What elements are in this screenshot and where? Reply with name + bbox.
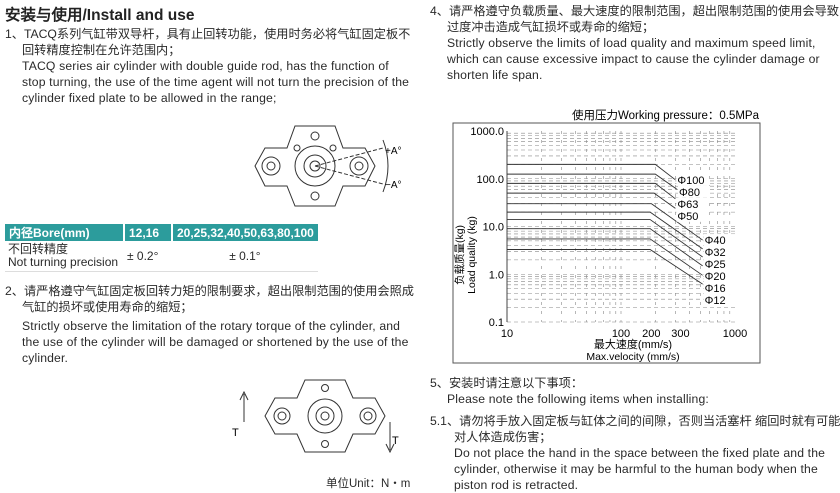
x-tick-label: 10 — [501, 328, 513, 340]
item1-en-line2: stop turning, the use of the time agent … — [22, 75, 410, 89]
series-label: Φ12 — [705, 295, 726, 307]
y-tick-label: 1.0 — [489, 269, 504, 281]
series-label-bg — [703, 246, 736, 259]
torque-diagram: T T — [232, 379, 399, 454]
rotation-diagram: +A° −A° — [254, 125, 402, 207]
series-label: Φ63 — [677, 199, 698, 211]
series-label: Φ50 — [677, 211, 698, 223]
series-line-Φ12 — [507, 249, 703, 285]
x-axis-label-cn: 最大速度(mm/s) — [594, 337, 672, 351]
item51-cn-line2: 对人体造成伤害； — [454, 430, 552, 444]
series-label: Φ40 — [705, 235, 726, 247]
series-label-bg — [703, 294, 736, 307]
chart-frame — [452, 122, 761, 364]
item4-en-line1: Strictly observe the limits of load qual… — [447, 36, 816, 50]
series-line-Φ16 — [507, 238, 703, 276]
item5-cn: 5、安装时请注意以下事项： — [430, 376, 584, 390]
item1: 1、TACQ系列气缸带双导杆，具有止回转功能，使用时务必将气缸固定板不 回转精度… — [5, 26, 410, 106]
item4-cn-line1: 4、请严格遵守负载质量、最大速度的限制范围，超出限制范围的使用会导致 — [430, 4, 839, 18]
item2-en-line1: Strictly observe the limitation of the r… — [22, 319, 401, 333]
chart-title: 使用压力Working pressure：0.5MPa — [572, 108, 760, 122]
item51-cn-line1: 5.1、请勿将手放入固定板与缸体之间的间隙，否则当活塞杆 缩回时就有可能 — [430, 414, 840, 428]
series-label: Φ16 — [705, 283, 726, 295]
table-header-bore: 内径Bore(mm) — [5, 224, 125, 241]
y-axis-label-cn: 负载质量(kg) — [453, 225, 466, 285]
item4-en-line2: which can cause excessive impact to caus… — [447, 52, 820, 66]
series-label: Φ32 — [705, 247, 726, 259]
item1-en-line3: cylinder fixed plate to be allowed in th… — [22, 91, 277, 105]
x-tick-label: 1000 — [723, 328, 747, 340]
table-header-small: 12,16 — [124, 224, 173, 241]
x-tick-label: 100 — [612, 328, 630, 340]
item5-1: 5.1、请勿将手放入固定板与缸体之间的间隙，否则当活塞杆 缩回时就有可能 对人体… — [430, 413, 840, 493]
item51-en-line2: cylinder, otherwise it may be harmful to… — [454, 462, 818, 476]
item4: 4、请严格遵守负载质量、最大速度的限制范围，超出限制范围的使用会导致 过度冲击造… — [430, 3, 839, 83]
x-axis-label-en: Max.velocity (mm/s) — [586, 351, 679, 363]
precision-table: 内径Bore(mm) 12,16 20,25,32,40,50,63,80,10… — [5, 224, 318, 272]
y-tick-label: 1000.0 — [470, 126, 504, 138]
minus-a-label: −A° — [385, 180, 402, 191]
series-line-Φ32 — [507, 211, 703, 250]
series-line-Φ100 — [507, 163, 676, 181]
series-line-Φ80 — [507, 173, 678, 190]
series-label-bg — [676, 209, 709, 222]
table-header-large: 20,25,32,40,50,63,80,100 — [172, 224, 318, 241]
series-label: Φ80 — [679, 187, 700, 199]
y-tick-label: 100.0 — [476, 174, 504, 186]
series-line-Φ63 — [507, 182, 676, 200]
item5: 5、安装时请注意以下事项： Please note the following … — [430, 375, 709, 407]
item2: 2、请严格遵守气缸固定板回转力矩的限制要求，超出限制范围的使用会照成 气缸的损坏… — [5, 283, 414, 366]
item2-cn-line2: 气缸的损坏或使用寿命的缩短； — [22, 300, 193, 314]
series-line-Φ25 — [507, 219, 703, 258]
table-cell: ± 0.2° — [127, 249, 159, 263]
y-tick-label: 10.0 — [483, 222, 504, 234]
series-line-Φ50 — [507, 192, 676, 209]
item4-cn-line2: 过度冲击造成气缸损坏或寿命的缩短； — [447, 20, 655, 34]
item4-en-line3: shorten life span. — [447, 68, 543, 82]
item1-cn-line1: 1、TACQ系列气缸带双导杆，具有止回转功能，使用时务必将气缸固定板不 — [5, 27, 411, 41]
item51-en-line3: piston rod is retracted. — [454, 478, 579, 492]
section-title: 安装与使用/Install and use — [5, 7, 195, 24]
item51-en-line1: Do not place the hand in the space betwe… — [454, 446, 826, 460]
row-label-cn: 不回转精度 — [8, 242, 69, 256]
series-label: Φ20 — [705, 271, 726, 283]
series-label-bg — [676, 173, 709, 186]
unit-label: 单位Unit：N・m — [326, 478, 411, 490]
item1-cn-line2: 回转精度控制在允许范围内； — [22, 43, 181, 57]
x-tick-label: 300 — [671, 328, 689, 340]
series-label-bg — [676, 197, 709, 210]
item2-en-line3: cylinder. — [22, 351, 69, 365]
row-label-en: Not turning precision — [8, 255, 119, 269]
y-tick-label: 0.1 — [489, 317, 504, 329]
series-label: Φ25 — [705, 259, 726, 271]
series-label-bg — [703, 270, 736, 283]
series-line-Φ20 — [507, 228, 703, 267]
load-velocity-chart: 使用压力Working pressure：0.5MPa 1000.0 100.0 1… — [452, 108, 761, 364]
item2-en-line2: the use of the cylinder will be damaged … — [22, 335, 409, 349]
series-label-bg — [703, 234, 736, 247]
series-label-bg — [703, 282, 736, 295]
item2-cn-line1: 2、请严格遵守气缸固定板回转力矩的限制要求，超出限制范围的使用会照成 — [5, 284, 414, 298]
torque-label-right: T — [392, 435, 399, 447]
plus-a-label: +A° — [385, 146, 402, 157]
item5-en: Please note the following items when ins… — [447, 392, 709, 406]
series-label: Φ100 — [677, 175, 704, 187]
series-line-Φ40 — [507, 203, 703, 241]
series-label-bg — [703, 258, 736, 271]
x-tick-label: 200 — [642, 328, 660, 340]
table-cell: ± 0.1° — [229, 249, 261, 263]
series-label-bg — [678, 185, 711, 198]
item1-en-line1: TACQ series air cylinder with double gui… — [22, 59, 389, 73]
y-axis-label-en: Load quality (kg) — [466, 216, 478, 294]
torque-label-left: T — [232, 427, 239, 439]
